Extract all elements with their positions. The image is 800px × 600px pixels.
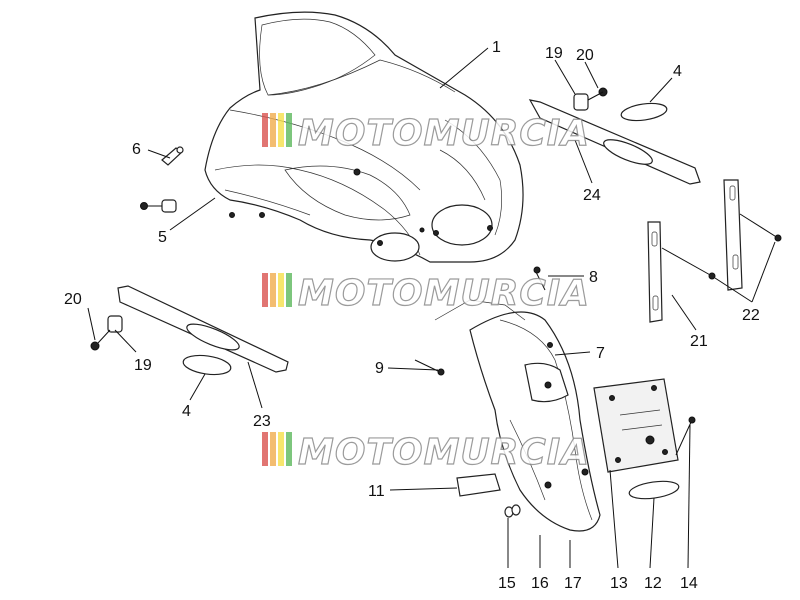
- rear-body-shell: [204, 11, 524, 263]
- callout-22: 22: [742, 307, 760, 324]
- watermark-stripe: [278, 113, 284, 147]
- callout-23: 23: [253, 413, 271, 430]
- reflector-bracket-part-23: [117, 285, 289, 373]
- watermark-stripe: [286, 432, 292, 466]
- callout-17: 17: [564, 575, 582, 592]
- watermark-text: MOTOMURCIA: [298, 432, 590, 473]
- callout-12: 12: [644, 575, 662, 592]
- screw-part-8: [533, 266, 546, 291]
- callout-9: 9: [375, 360, 384, 377]
- washers-part-15-16: [504, 504, 521, 518]
- callout-24: 24: [583, 187, 601, 204]
- bracket-part-22: [723, 179, 782, 291]
- callout-21: 21: [690, 333, 708, 350]
- bracket-part-21: [647, 221, 716, 323]
- callout-4: 4: [673, 63, 682, 80]
- callout-14: 14: [680, 575, 698, 592]
- reflector-part-12: [628, 480, 680, 500]
- callout-5: 5: [158, 229, 167, 246]
- screw-nut-upper: [573, 87, 608, 111]
- watermark-stripe: [286, 113, 292, 147]
- callout-20: 20: [64, 291, 82, 308]
- watermark-2: MOTOMURCIA: [262, 272, 590, 315]
- watermark-stripe: [286, 273, 292, 307]
- callout-1: 1: [492, 39, 501, 56]
- light-part-11: [456, 473, 501, 497]
- screw-spacer-part-5: [140, 199, 177, 213]
- watermark-stripe: [270, 113, 276, 147]
- callout-labels: 1 19 20 4 6 5 24 8 20 19 7 9 4 23 21 22 …: [64, 39, 760, 592]
- callout-20: 20: [576, 47, 594, 64]
- callout-6: 6: [132, 141, 141, 158]
- reflector-bracket-part-24: [528, 99, 701, 185]
- callout-16: 16: [531, 575, 549, 592]
- watermark-stripe: [262, 432, 268, 466]
- watermark-text: MOTOMURCIA: [298, 273, 590, 314]
- license-plate-holder-part-13: [593, 378, 679, 473]
- callout-15: 15: [498, 575, 516, 592]
- watermark-1: MOTOMURCIA: [262, 112, 590, 155]
- reflector-part-4-lower: [182, 354, 232, 376]
- rear-mudguard: [434, 299, 601, 532]
- watermark-stripe: [262, 273, 268, 307]
- screw-part-14: [675, 416, 696, 456]
- callout-4: 4: [182, 403, 191, 420]
- callout-7: 7: [596, 345, 605, 362]
- callout-11: 11: [368, 483, 385, 500]
- watermark-text: MOTOMURCIA: [298, 113, 590, 154]
- screw-part-9: [414, 359, 445, 376]
- callout-19: 19: [545, 45, 563, 62]
- watermark-stripe: [278, 273, 284, 307]
- screw-nut-lower: [90, 315, 123, 351]
- reflector-part-4-upper: [620, 102, 668, 122]
- leader-lines: [87, 47, 776, 569]
- watermark-3: MOTOMURCIA: [262, 431, 590, 474]
- watermark-stripe: [262, 113, 268, 147]
- watermark-stripe: [270, 432, 276, 466]
- callout-8: 8: [589, 269, 598, 286]
- callout-13: 13: [610, 575, 628, 592]
- watermark-stripe: [270, 273, 276, 307]
- watermark-stripe: [278, 432, 284, 466]
- callout-19: 19: [134, 357, 152, 374]
- bulb-part-6: [161, 146, 184, 166]
